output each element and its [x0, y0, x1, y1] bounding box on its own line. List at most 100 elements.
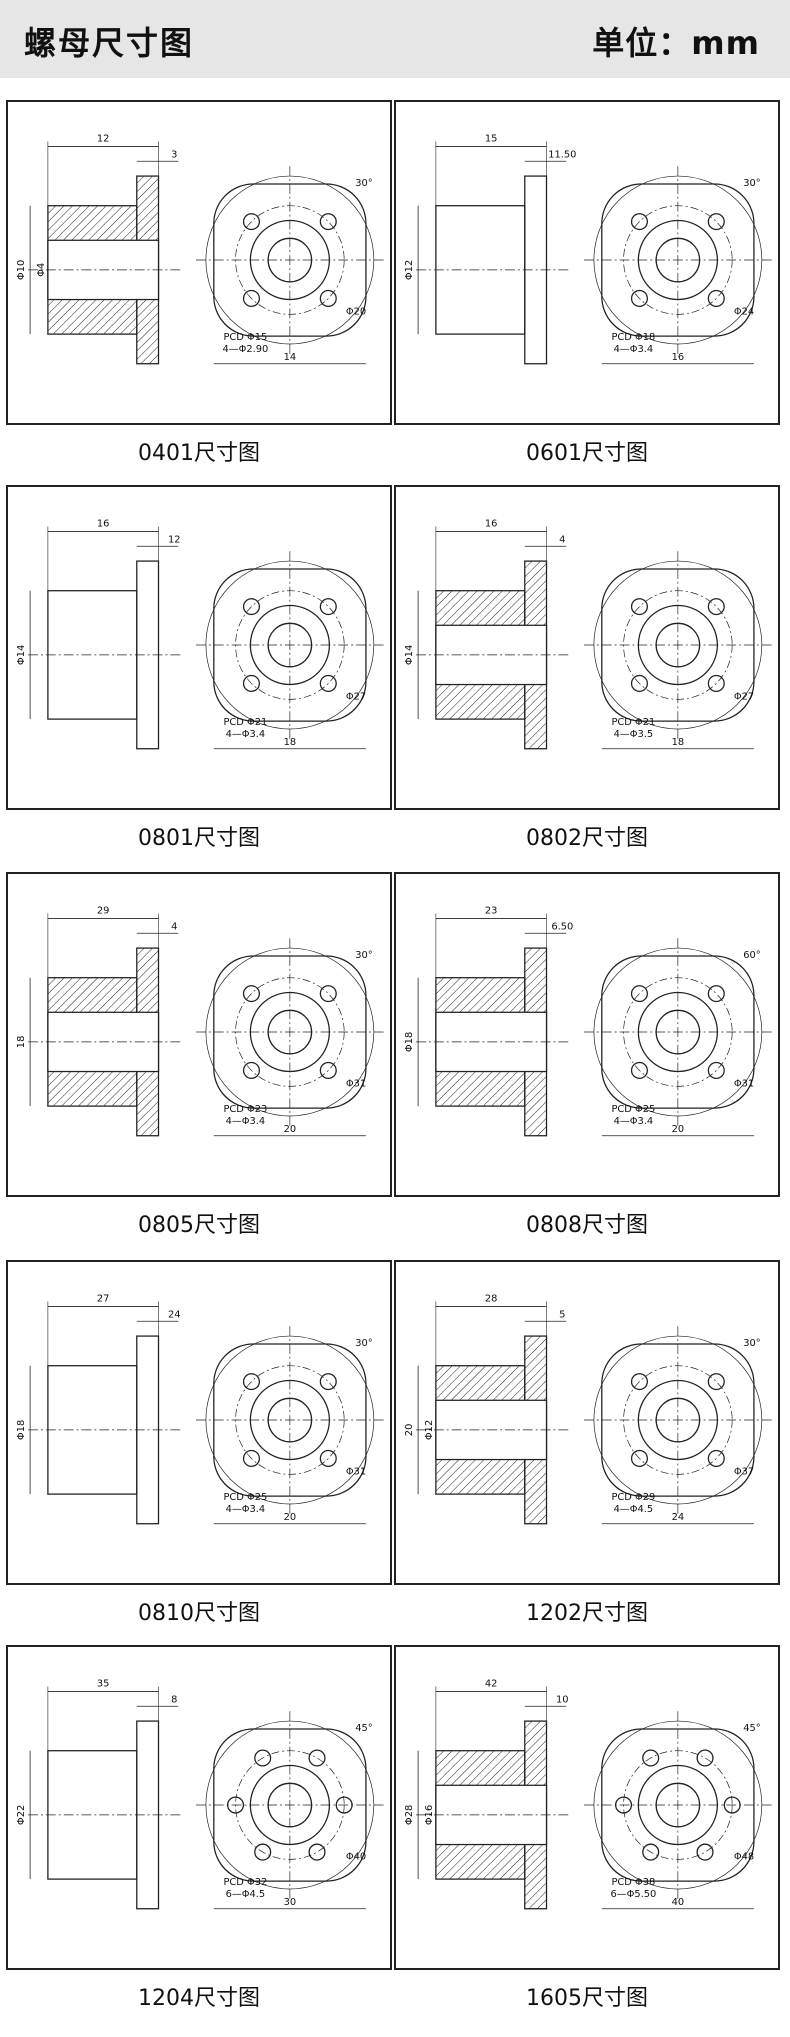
angle-dim: 45°: [355, 1723, 372, 1734]
bolt-hole: [707, 674, 725, 692]
bolt-hole: [630, 674, 648, 692]
outer-dia-dim: Φ12: [404, 260, 415, 280]
holes-dim: 4—Φ3.5: [614, 729, 654, 740]
flange-dia-dim: Φ27: [346, 691, 366, 702]
bolt-hole: [630, 598, 648, 616]
flange-dia-dim: Φ20: [346, 306, 366, 317]
bolt-hole: [319, 1061, 337, 1079]
bolt-hole: [319, 213, 337, 231]
inner-dia-dim: Φ16: [424, 1805, 435, 1825]
flange-dia-dim: Φ31: [346, 1466, 366, 1477]
bolt-hole: [642, 1843, 660, 1861]
pcd-dim: PCD Φ32: [223, 1877, 267, 1888]
width-dim: 20: [284, 1124, 297, 1135]
bolt-hole: [630, 1061, 648, 1079]
length-dim: 35: [97, 1679, 110, 1690]
diagram-caption: 0601尺寸图: [526, 441, 648, 466]
flange-dia-dim: Φ27: [734, 691, 754, 702]
diagram-caption: 0801尺寸图: [138, 826, 260, 851]
inner-dia-dim: Φ12: [424, 1420, 435, 1440]
outer-dia-dim: Φ28: [404, 1805, 415, 1825]
holes-dim: 4—Φ3.4: [614, 1116, 654, 1127]
outer-dia-dim: Φ14: [404, 645, 415, 665]
bolt-hole: [254, 1843, 272, 1861]
page-header: 螺母尺寸图 单位：mm: [0, 0, 790, 78]
holes-dim: 4—Φ3.4: [226, 1116, 266, 1127]
bolt-hole: [707, 1373, 725, 1391]
flange-dia-dim: Φ40: [346, 1851, 366, 1862]
bolt-hole: [319, 289, 337, 307]
flange-dia-dim: Φ31: [346, 1078, 366, 1089]
length-dim: 12: [97, 134, 110, 145]
outer-dia-dim: Φ22: [16, 1805, 27, 1825]
length-dim: 16: [97, 519, 110, 530]
bolt-hole: [242, 674, 260, 692]
bolt-hole: [630, 985, 648, 1003]
bolt-hole: [707, 213, 725, 231]
bolt-hole: [707, 1061, 725, 1079]
flange-dim: 8: [171, 1694, 177, 1705]
diagram-caption: 0808尺寸图: [526, 1213, 648, 1238]
unit-label: 单位：mm: [592, 24, 760, 62]
diagram-caption: 1202尺寸图: [526, 1601, 648, 1626]
diagram-caption: 1605尺寸图: [526, 1986, 648, 2011]
diagram-caption: 0401尺寸图: [138, 441, 260, 466]
bolt-hole: [242, 985, 260, 1003]
pcd-dim: PCD Φ21: [611, 717, 655, 728]
bolt-hole: [319, 1449, 337, 1467]
outer-dia-dim: Φ18: [404, 1032, 415, 1052]
bolt-hole: [242, 598, 260, 616]
pcd-dim: PCD Φ15: [223, 332, 267, 343]
bolt-hole: [696, 1843, 714, 1861]
flange-dia-dim: Φ48: [734, 1851, 754, 1862]
width-dim: 24: [672, 1512, 685, 1523]
width-dim: 16: [672, 352, 685, 363]
bolt-hole: [707, 289, 725, 307]
width-dim: 18: [672, 737, 685, 748]
flange-dia-dim: Φ31: [734, 1078, 754, 1089]
flange-dim: 11.50: [548, 149, 576, 160]
holes-dim: 6—Φ5.50: [610, 1889, 656, 1900]
diagram-caption: 0802尺寸图: [526, 826, 648, 851]
width-dim: 20: [284, 1512, 297, 1523]
outer-dia-dim: Φ18: [16, 1420, 27, 1440]
outer-dia-dim: Φ14: [16, 645, 27, 665]
holes-dim: 4—Φ3.4: [614, 344, 654, 355]
diagram-caption: 0805尺寸图: [138, 1213, 260, 1238]
flange-dia-dim: Φ24: [734, 306, 754, 317]
pcd-dim: PCD Φ38: [611, 1877, 655, 1888]
outer-dia-dim: 20: [404, 1424, 415, 1437]
flange-dim: 12: [168, 534, 181, 545]
bolt-hole: [707, 598, 725, 616]
bolt-hole: [254, 1749, 272, 1767]
bolt-hole: [707, 1449, 725, 1467]
inner-dia-dim: Φ4: [36, 263, 47, 277]
width-dim: 30: [284, 1897, 297, 1908]
length-dim: 15: [485, 134, 498, 145]
bolt-hole: [308, 1843, 326, 1861]
flange-dim: 6.50: [551, 921, 573, 932]
bolt-hole: [319, 674, 337, 692]
width-dim: 20: [672, 1124, 685, 1135]
outer-dia-dim: Φ10: [16, 260, 27, 280]
pcd-dim: PCD Φ21: [223, 717, 267, 728]
width-dim: 40: [672, 1897, 685, 1908]
flange-dim: 4: [559, 534, 565, 545]
flange-dim: 5: [559, 1309, 565, 1320]
